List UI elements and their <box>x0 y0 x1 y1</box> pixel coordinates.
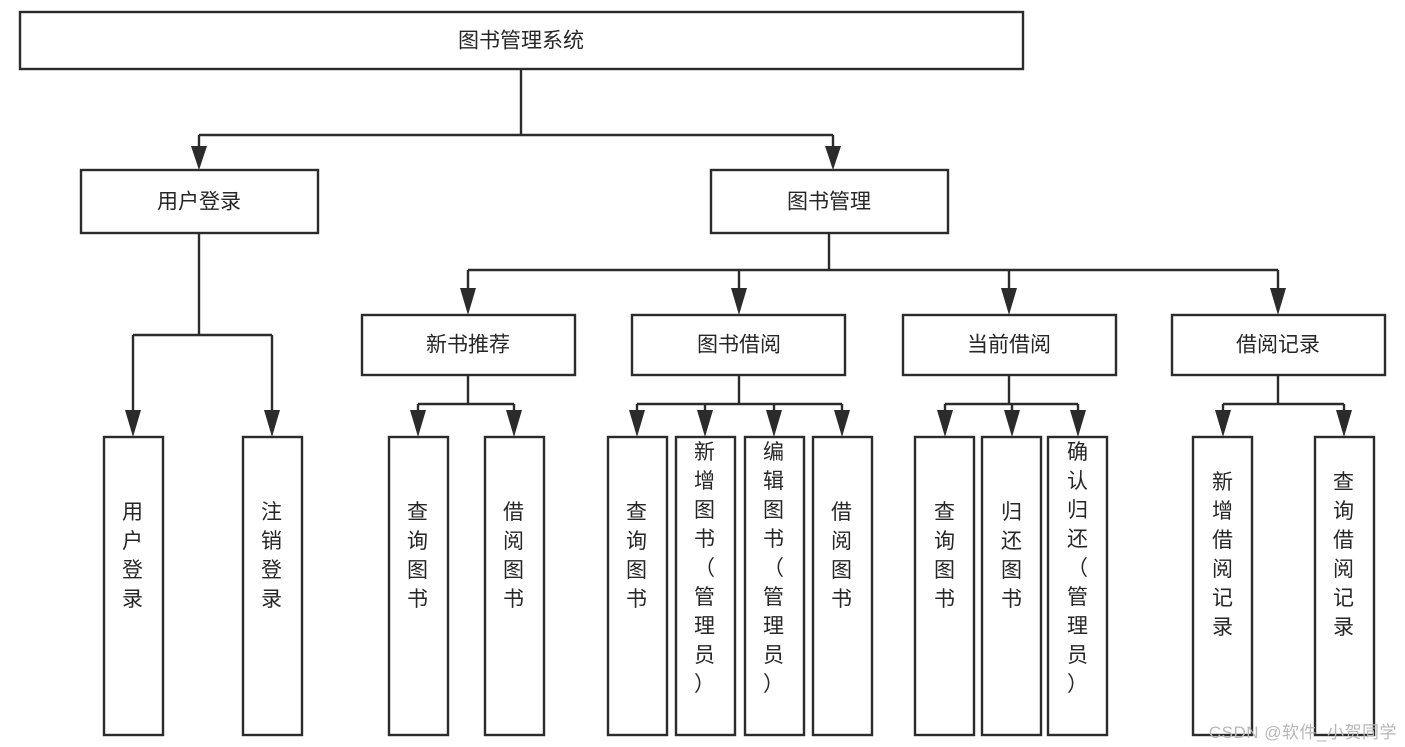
connector-group-user-login-to-leaves <box>125 233 280 437</box>
node-book-borrow-box[interactable] <box>630 313 847 377</box>
node-leaf-borrow-book-1-box[interactable] <box>483 435 546 737</box>
arrow-head-book-borrow <box>731 288 747 315</box>
node-leaf-borrow-book-2-box[interactable] <box>811 435 874 737</box>
node-current-borrow-box[interactable] <box>901 313 1118 377</box>
node-book-management[interactable]: 图书管理 <box>709 168 950 235</box>
arrow-head-leaf-query-book-1 <box>410 410 426 437</box>
arrow-head-leaf-logout-login <box>264 410 280 437</box>
arrow-head-borrow-record <box>1270 288 1286 315</box>
node-leaf-return-book-box[interactable] <box>980 435 1043 737</box>
node-leaf-confirm-return-admin-box[interactable] <box>1046 435 1109 737</box>
node-leaf-add-book-admin-label: 新增图书（管理员） <box>694 441 716 696</box>
node-new-book-recommend[interactable]: 新书推荐 <box>360 313 577 377</box>
arrow-head-leaf-return-book <box>1004 410 1020 437</box>
node-leaf-query-book-2-label: 查询图书 <box>626 501 648 611</box>
node-root[interactable]: 图书管理系统 <box>18 10 1025 71</box>
arrow-head-book-management <box>825 146 841 170</box>
node-leaf-query-book-3[interactable]: 查询图书 <box>913 435 976 737</box>
arrow-head-leaf-borrow-book-2 <box>834 410 850 437</box>
node-book-management-label: 图书管理 <box>787 191 871 214</box>
connector-group-root-to-level2 <box>191 69 841 170</box>
node-user-login-box[interactable] <box>79 168 320 235</box>
node-new-book-recommend-label: 新书推荐 <box>426 334 510 357</box>
node-book-borrow-label: 图书借阅 <box>697 334 781 357</box>
node-leaf-return-book-label: 归还图书 <box>1001 501 1023 611</box>
connector-group-current-borrow-to-leaves <box>937 375 1086 437</box>
connector-group-new-book-to-leaves <box>410 375 522 437</box>
node-leaf-query-book-3-label: 查询图书 <box>934 501 956 611</box>
node-leaf-query-borrow-record[interactable]: 查询借阅记录 <box>1313 435 1376 737</box>
arrow-head-current-borrow <box>1001 288 1017 315</box>
node-leaf-query-borrow-record-box[interactable] <box>1313 435 1376 737</box>
node-leaf-add-borrow-record-label: 新增借阅记录 <box>1212 471 1234 639</box>
node-leaf-confirm-return-admin-label: 确认归还（管理员） <box>1067 441 1089 696</box>
arrow-head-new-book-recommend <box>460 288 476 315</box>
connector-group-borrow-record-to-leaves <box>1215 375 1352 437</box>
node-leaf-user-login[interactable]: 用户登录 <box>102 435 165 737</box>
node-leaf-edit-book-admin[interactable]: 编辑图书（管理员） <box>743 435 806 737</box>
arrow-head-leaf-user-login <box>125 410 141 437</box>
arrow-head-leaf-borrow-book-1 <box>506 410 522 437</box>
arrow-head-leaf-add-borrow-record <box>1215 410 1231 437</box>
node-leaf-user-login-label: 用户登录 <box>122 501 144 611</box>
node-leaf-return-book[interactable]: 归还图书 <box>980 435 1043 737</box>
arrow-head-leaf-query-book-3 <box>937 410 953 437</box>
node-leaf-borrow-book-1-label: 借阅图书 <box>503 501 525 611</box>
node-leaf-query-book-2-box[interactable] <box>606 435 669 737</box>
node-leaf-borrow-book-1[interactable]: 借阅图书 <box>483 435 546 737</box>
node-user-login[interactable]: 用户登录 <box>79 168 320 235</box>
arrow-head-leaf-query-borrow-record <box>1336 410 1352 437</box>
node-leaf-logout-login-label: 注销登录 <box>261 501 283 611</box>
arrow-head-user-login <box>191 146 207 170</box>
node-user-login-label: 用户登录 <box>157 191 241 214</box>
node-borrow-record-box[interactable] <box>1170 313 1387 377</box>
node-leaf-add-borrow-record[interactable]: 新增借阅记录 <box>1191 435 1254 737</box>
node-book-borrow[interactable]: 图书借阅 <box>630 313 847 377</box>
connector-group-book-management-to-level3 <box>460 233 1286 315</box>
node-current-borrow[interactable]: 当前借阅 <box>901 313 1118 377</box>
node-leaf-query-book-2[interactable]: 查询图书 <box>606 435 669 737</box>
node-book-management-box[interactable] <box>709 168 950 235</box>
node-leaf-borrow-book-2[interactable]: 借阅图书 <box>811 435 874 737</box>
node-leaf-edit-book-admin-box[interactable] <box>743 435 806 737</box>
connector-group-book-borrow-to-leaves <box>629 375 850 437</box>
node-root-box[interactable] <box>18 10 1025 71</box>
csdn-watermark: CSDN @软件_小贺同学 <box>1208 723 1397 742</box>
node-leaf-query-book-1-box[interactable] <box>387 435 450 737</box>
node-leaf-logout-login[interactable]: 注销登录 <box>241 435 304 737</box>
node-root-label: 图书管理系统 <box>458 30 584 53</box>
node-leaf-query-borrow-record-label: 查询借阅记录 <box>1333 471 1355 639</box>
node-leaf-confirm-return-admin[interactable]: 确认归还（管理员） <box>1046 435 1109 737</box>
node-leaf-borrow-book-2-label: 借阅图书 <box>831 501 853 611</box>
node-leaf-query-book-3-box[interactable] <box>913 435 976 737</box>
node-new-book-recommend-box[interactable] <box>360 313 577 377</box>
node-leaf-user-login-box[interactable] <box>102 435 165 737</box>
node-leaf-add-book-admin[interactable]: 新增图书（管理员） <box>674 435 737 737</box>
node-current-borrow-label: 当前借阅 <box>967 334 1051 357</box>
node-leaf-edit-book-admin-label: 编辑图书（管理员） <box>763 441 785 696</box>
node-leaf-add-borrow-record-box[interactable] <box>1191 435 1254 737</box>
node-leaf-query-book-1-label: 查询图书 <box>407 501 429 611</box>
arrow-head-leaf-add-book-admin <box>697 410 713 437</box>
arrow-head-leaf-edit-book-admin <box>766 410 782 437</box>
node-borrow-record[interactable]: 借阅记录 <box>1170 313 1387 377</box>
node-leaf-query-book-1[interactable]: 查询图书 <box>387 435 450 737</box>
node-leaf-add-book-admin-box[interactable] <box>674 435 737 737</box>
arrow-head-leaf-confirm-return-admin <box>1070 410 1086 437</box>
node-leaf-logout-login-box[interactable] <box>241 435 304 737</box>
arrow-head-leaf-query-book-2 <box>629 410 645 437</box>
node-borrow-record-label: 借阅记录 <box>1236 334 1320 357</box>
